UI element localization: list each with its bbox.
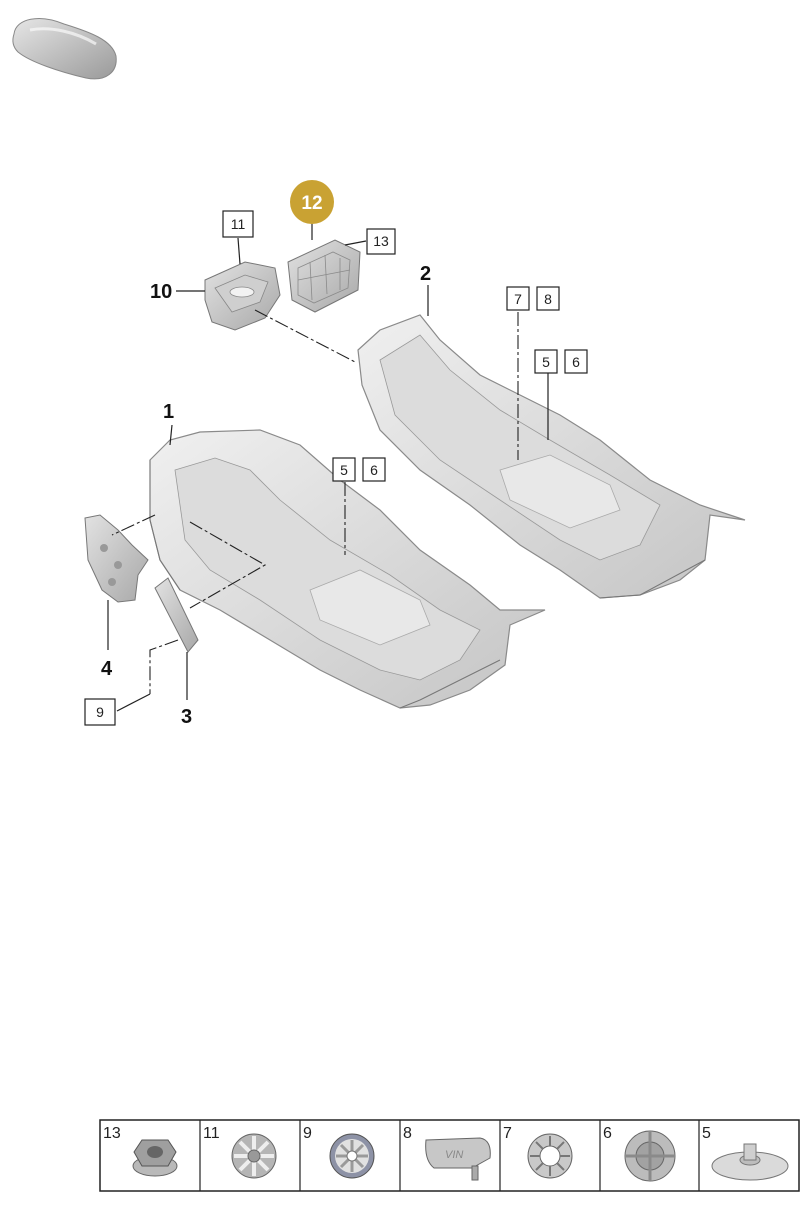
retainer-icon — [624, 1130, 676, 1182]
legend-number-8: 8 — [403, 1125, 412, 1142]
small-parts-legend: 13 11 9 8 7 6 5 VIN — [99, 1119, 800, 1192]
callout-3: 3 — [181, 706, 192, 728]
svg-text:VIN: VIN — [445, 1149, 463, 1161]
mat-panel-part-12 — [287, 239, 361, 313]
bracket-part-10 — [204, 261, 281, 331]
callout-7: 7 — [514, 291, 522, 307]
boxed-callouts — [84, 210, 588, 726]
callout-4: 4 — [101, 658, 113, 680]
callout-8: 8 — [544, 291, 552, 307]
star-clip-icon — [329, 1133, 375, 1179]
callout-12-highlight: 12 — [290, 180, 334, 224]
vin-cap-icon: VIN — [425, 1137, 491, 1181]
flange-nut-icon — [132, 1139, 178, 1177]
vehicle-thumbnail-icon — [12, 18, 117, 80]
phantom-lines — [111, 309, 519, 694]
legend-number-11: 11 — [203, 1125, 220, 1142]
legend-number-6: 6 — [603, 1125, 612, 1142]
callout-6-front: 6 — [370, 462, 378, 478]
callout-10: 10 — [150, 281, 172, 303]
callout-2: 2 — [420, 263, 431, 285]
callout-9: 9 — [96, 704, 104, 720]
floor-covering-part-2 — [357, 314, 746, 599]
legend-number-7: 7 — [503, 1125, 512, 1142]
callout-6-rear: 6 — [572, 354, 580, 370]
legend-number-9: 9 — [303, 1125, 312, 1142]
fastener-disc-icon — [711, 1143, 789, 1181]
callout-11: 11 — [231, 216, 246, 232]
callout-1: 1 — [163, 401, 174, 423]
bracket-part-4 — [84, 514, 149, 603]
strip-part-3 — [154, 577, 199, 653]
leader-lines — [107, 222, 549, 712]
callout-13: 13 — [373, 233, 389, 249]
legend-number-13: 13 — [103, 1125, 121, 1142]
legend-number-5: 5 — [702, 1125, 711, 1142]
callout-12: 12 — [301, 193, 322, 214]
floor-covering-part-1 — [149, 429, 546, 709]
callout-5-front: 5 — [340, 462, 348, 478]
spring-clip-icon — [231, 1133, 277, 1179]
push-nut-icon — [527, 1133, 573, 1179]
callout-5-rear: 5 — [542, 354, 550, 370]
